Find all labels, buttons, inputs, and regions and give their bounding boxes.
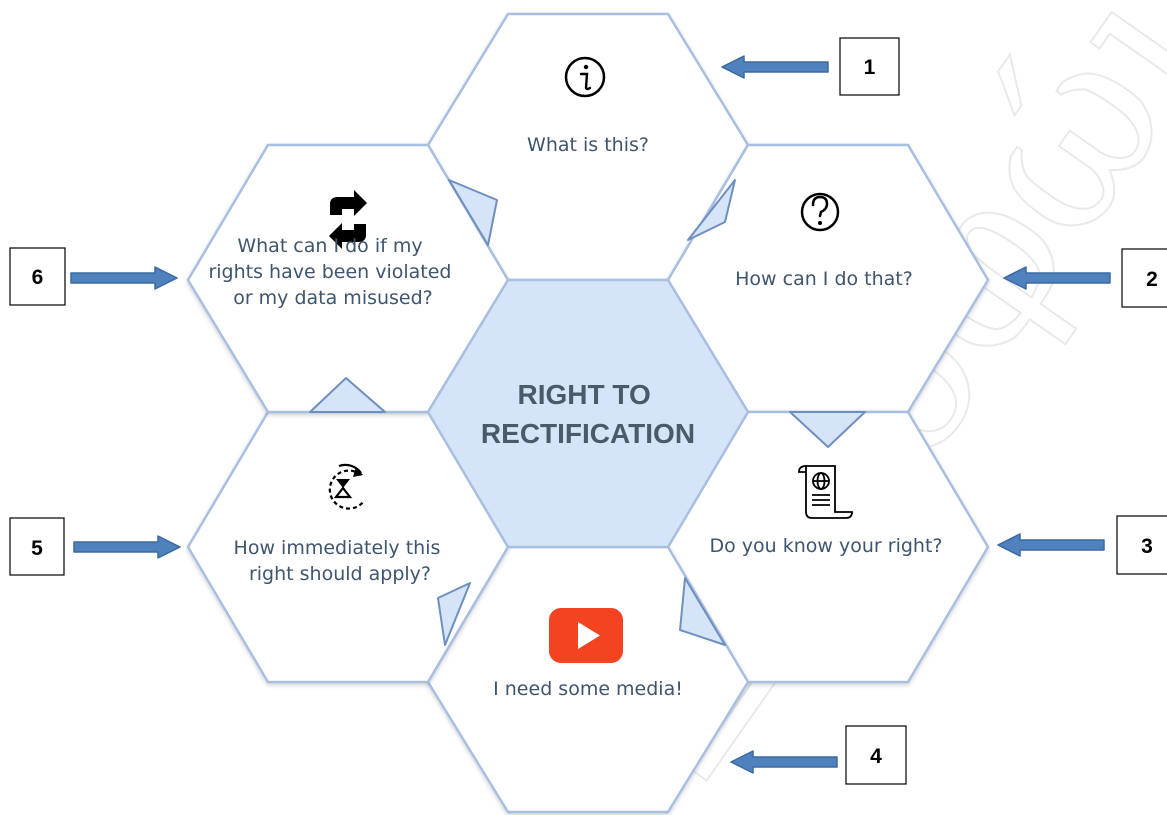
play-video-icon: [549, 608, 623, 663]
connector-triangle-6: [309, 377, 386, 413]
hourglass-timer-icon: [328, 463, 365, 510]
arrow-pointer-1: [721, 55, 829, 79]
arrow-pointer-5: [73, 535, 181, 559]
svg-text:1: 1: [864, 56, 876, 79]
connector-triangle-4: [679, 577, 726, 646]
hexagon-center: [426, 278, 750, 549]
number-box-1: 1: [839, 37, 900, 96]
svg-text:3: 3: [1141, 535, 1153, 558]
arrow-pointer-4: [730, 750, 838, 774]
number-box-3: 3: [1116, 515, 1167, 575]
number-box-2: 2: [1121, 248, 1167, 308]
label-what-is-this: What is this?: [527, 134, 649, 156]
hexagon-grid: [186, 12, 990, 814]
center-title: RIGHT TO RECTIFICATION: [481, 379, 695, 449]
number-box-6: 6: [9, 247, 66, 306]
number-box-4: 4: [845, 725, 907, 785]
connector-triangle-3: [789, 411, 866, 448]
arrow-pointer-3: [997, 533, 1105, 557]
label-how-immediately: How immediately this right should apply?: [234, 537, 447, 585]
pointer-arrows: [70, 55, 1111, 774]
arrow-pointer-2: [1003, 266, 1111, 290]
connector-triangle-5: [437, 582, 471, 646]
label-need-media: I need some media!: [493, 678, 683, 700]
label-rights-violated: What can I do if my rights have been vio…: [208, 235, 457, 309]
svg-text:6: 6: [32, 266, 44, 289]
connector-triangles: [309, 179, 866, 646]
svg-text:5: 5: [31, 537, 43, 560]
svg-text:2: 2: [1146, 268, 1158, 291]
number-box-5: 5: [9, 517, 65, 576]
label-how-can-i-do-that: How can I do that?: [735, 268, 913, 290]
arrow-pointer-6: [70, 266, 178, 290]
svg-text:4: 4: [870, 745, 882, 768]
question-icon: [800, 192, 840, 232]
connector-triangle-1: [448, 179, 498, 246]
connector-triangle-2: [687, 179, 736, 241]
document-globe-icon: [798, 465, 853, 519]
swap-arrows-icon: [329, 190, 367, 249]
info-icon: [564, 56, 606, 98]
label-know-your-right: Do you know your right?: [710, 535, 943, 557]
